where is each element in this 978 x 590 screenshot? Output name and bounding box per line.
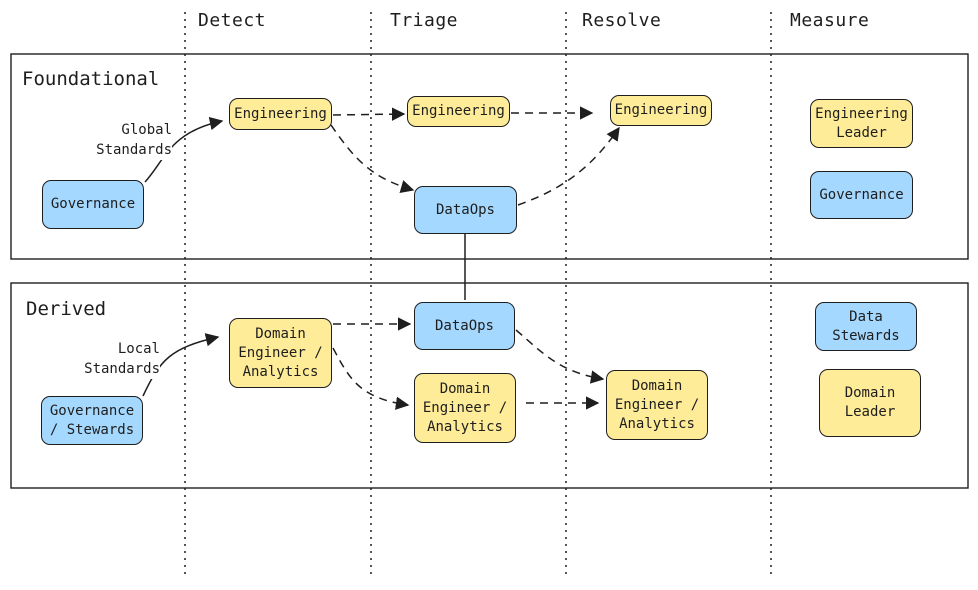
node-domain-leader[interactable]: Domain Leader — [819, 369, 921, 437]
node-engineering-leader[interactable]: Engineering Leader — [810, 99, 913, 148]
column-header-measure: Measure — [790, 10, 870, 31]
edge-label-global-standards: Global Standards — [82, 120, 172, 160]
node-triage-domain-engineer[interactable]: Domain Engineer / Analytics — [414, 373, 516, 443]
node-resolve-engineering[interactable]: Engineering — [610, 95, 712, 126]
edge-label-local-standards: Local Standards — [70, 339, 160, 379]
arrow-engineering-to-dataops — [330, 124, 415, 194]
node-resolve-domain-engineer[interactable]: Domain Engineer / Analytics — [606, 370, 708, 440]
node-data-stewards[interactable]: Data Stewards — [815, 302, 917, 351]
node-foundational-dataops[interactable]: DataOps — [414, 186, 517, 234]
node-foundational-governance[interactable]: Governance — [42, 180, 144, 229]
column-header-detect: Detect — [198, 10, 267, 31]
band-foundational-frame — [10, 53, 969, 260]
arrow-domain-to-triage-domain — [332, 347, 410, 410]
column-header-resolve: Resolve — [582, 10, 662, 31]
arrow-dataops-to-resolve-engineering — [517, 126, 620, 206]
node-governance-stewards[interactable]: Governance / Stewards — [41, 396, 143, 445]
node-triage-engineering[interactable]: Engineering — [407, 96, 510, 127]
band-title-foundational: Foundational — [22, 68, 160, 90]
arrow-detect-engineering-to-triage-engineering — [332, 107, 406, 121]
node-detect-domain-engineer[interactable]: Domain Engineer / Analytics — [229, 318, 332, 388]
node-derived-dataops[interactable]: DataOps — [414, 302, 515, 350]
band-title-derived: Derived — [26, 298, 107, 320]
band-derived-frame — [10, 282, 969, 489]
node-detect-engineering[interactable]: Engineering — [229, 98, 332, 130]
arrow-stewards-to-domain-engineer — [142, 333, 220, 397]
column-header-triage: Triage — [390, 10, 459, 31]
node-measure-governance[interactable]: Governance — [810, 171, 913, 219]
arrow-dataops-to-resolve-domain — [515, 329, 605, 384]
